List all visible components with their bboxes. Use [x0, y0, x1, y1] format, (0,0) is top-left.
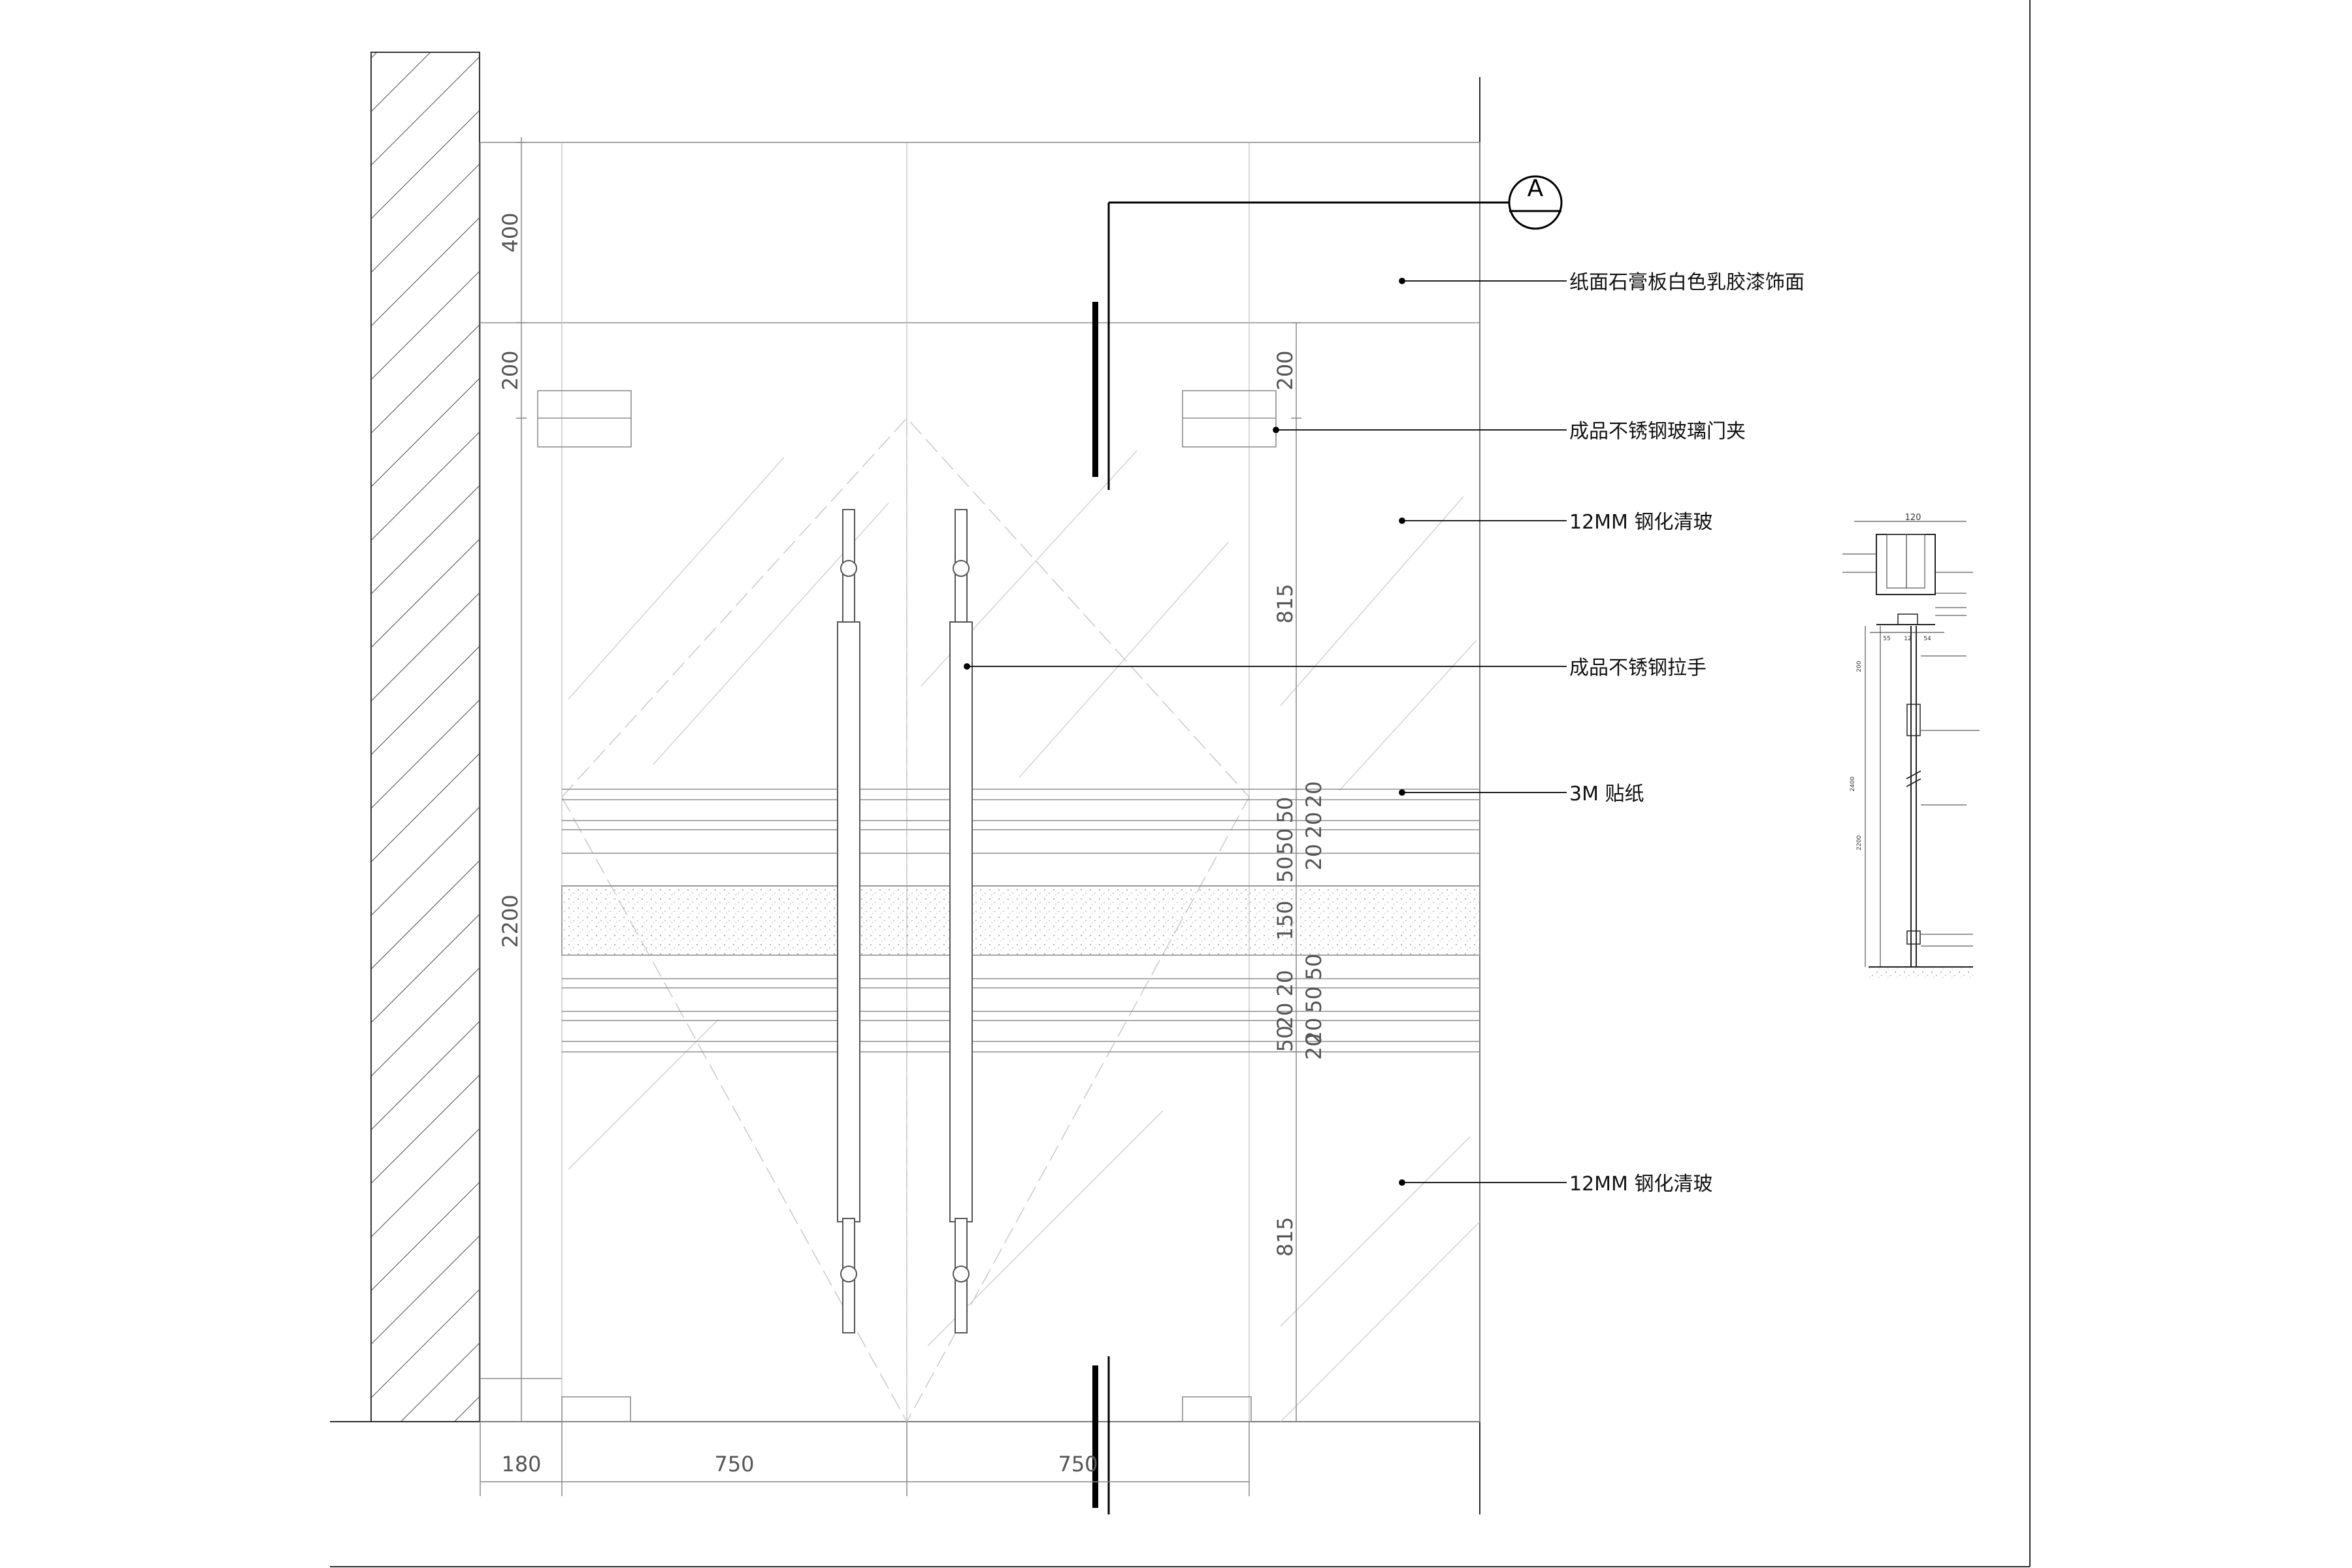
dim-bottom-750-left: 750	[714, 1452, 754, 1477]
glass-door-clips	[537, 390, 1277, 1422]
section-vertical-dim: 2200	[1856, 835, 1863, 850]
label-tempered-glass-upper: 12MM 钢化清玻	[1569, 511, 1712, 534]
dim-stripe: 50	[1273, 1026, 1298, 1053]
sheet-frame	[330, 0, 2031, 1567]
dim-bottom-180: 180	[501, 1452, 541, 1477]
dim-stripe: 50	[1273, 797, 1298, 824]
dim-left-2200: 2200	[498, 894, 523, 947]
label-tempered-glass-lower: 12MM 钢化清玻	[1569, 1173, 1712, 1196]
dim-right-200: 200	[1273, 350, 1298, 390]
dim-stripe: 150	[1273, 900, 1298, 940]
dim-stripe: 20	[1273, 1003, 1298, 1030]
callout-symbol: A	[1527, 175, 1544, 202]
label-3m-film: 3M 贴纸	[1569, 783, 1644, 806]
dim-stripe: 50	[1273, 857, 1298, 883]
dim-right-815-lower: 815	[1273, 1217, 1298, 1256]
section-mid-width: 55	[1883, 636, 1890, 642]
wall-hatch	[370, 52, 480, 1422]
material-labels: 纸面石膏板白色乳胶漆饰面 成品不锈钢玻璃门夹 12MM 钢化清玻 成品不锈钢拉手…	[1569, 271, 1805, 1196]
label-door-clip: 成品不锈钢玻璃门夹	[1569, 420, 1746, 443]
dim-left-400: 400	[498, 212, 523, 252]
section-top-width: 120	[1905, 513, 1921, 523]
dim-stripe: 50	[1301, 987, 1326, 1013]
film-stripes	[561, 789, 1480, 1053]
dim-left-200: 200	[498, 350, 523, 390]
section-mid-width: 54	[1923, 636, 1931, 642]
section-detail: 120 55 12 54 200 2400 2200	[1842, 513, 1980, 979]
dim-bottom-750-right: 750	[1058, 1452, 1098, 1477]
dim-right-815-upper: 815	[1273, 583, 1298, 623]
door-frame	[480, 142, 1480, 1422]
label-handle: 成品不锈钢拉手	[1569, 657, 1707, 679]
door-handles	[837, 509, 973, 1333]
section-vertical-dim: 200	[1856, 661, 1863, 672]
dim-stripe: 20	[1301, 812, 1326, 839]
section-mid-width: 12	[1904, 636, 1911, 642]
dim-stripe: 20	[1301, 781, 1326, 808]
dim-stripe: 20	[1301, 1034, 1326, 1060]
section-cut-markers	[1092, 201, 1509, 1514]
label-gypsum: 纸面石膏板白色乳胶漆饰面	[1569, 271, 1805, 294]
dim-stripe: 20	[1301, 844, 1326, 871]
dim-stripe: 20	[1273, 970, 1298, 997]
dim-stripe: 50	[1301, 954, 1326, 981]
leader-lines	[964, 278, 1567, 1186]
dimension-lines	[480, 137, 1301, 1496]
section-callout: A	[1508, 175, 1563, 230]
dim-stripe: 20	[1301, 1018, 1326, 1045]
section-vertical-dim: 2400	[1850, 776, 1856, 791]
dim-stripe: 50	[1273, 828, 1298, 855]
dimension-text: 400 200 2200 200 815 815 20 50 20 50 20 …	[498, 212, 1326, 1477]
